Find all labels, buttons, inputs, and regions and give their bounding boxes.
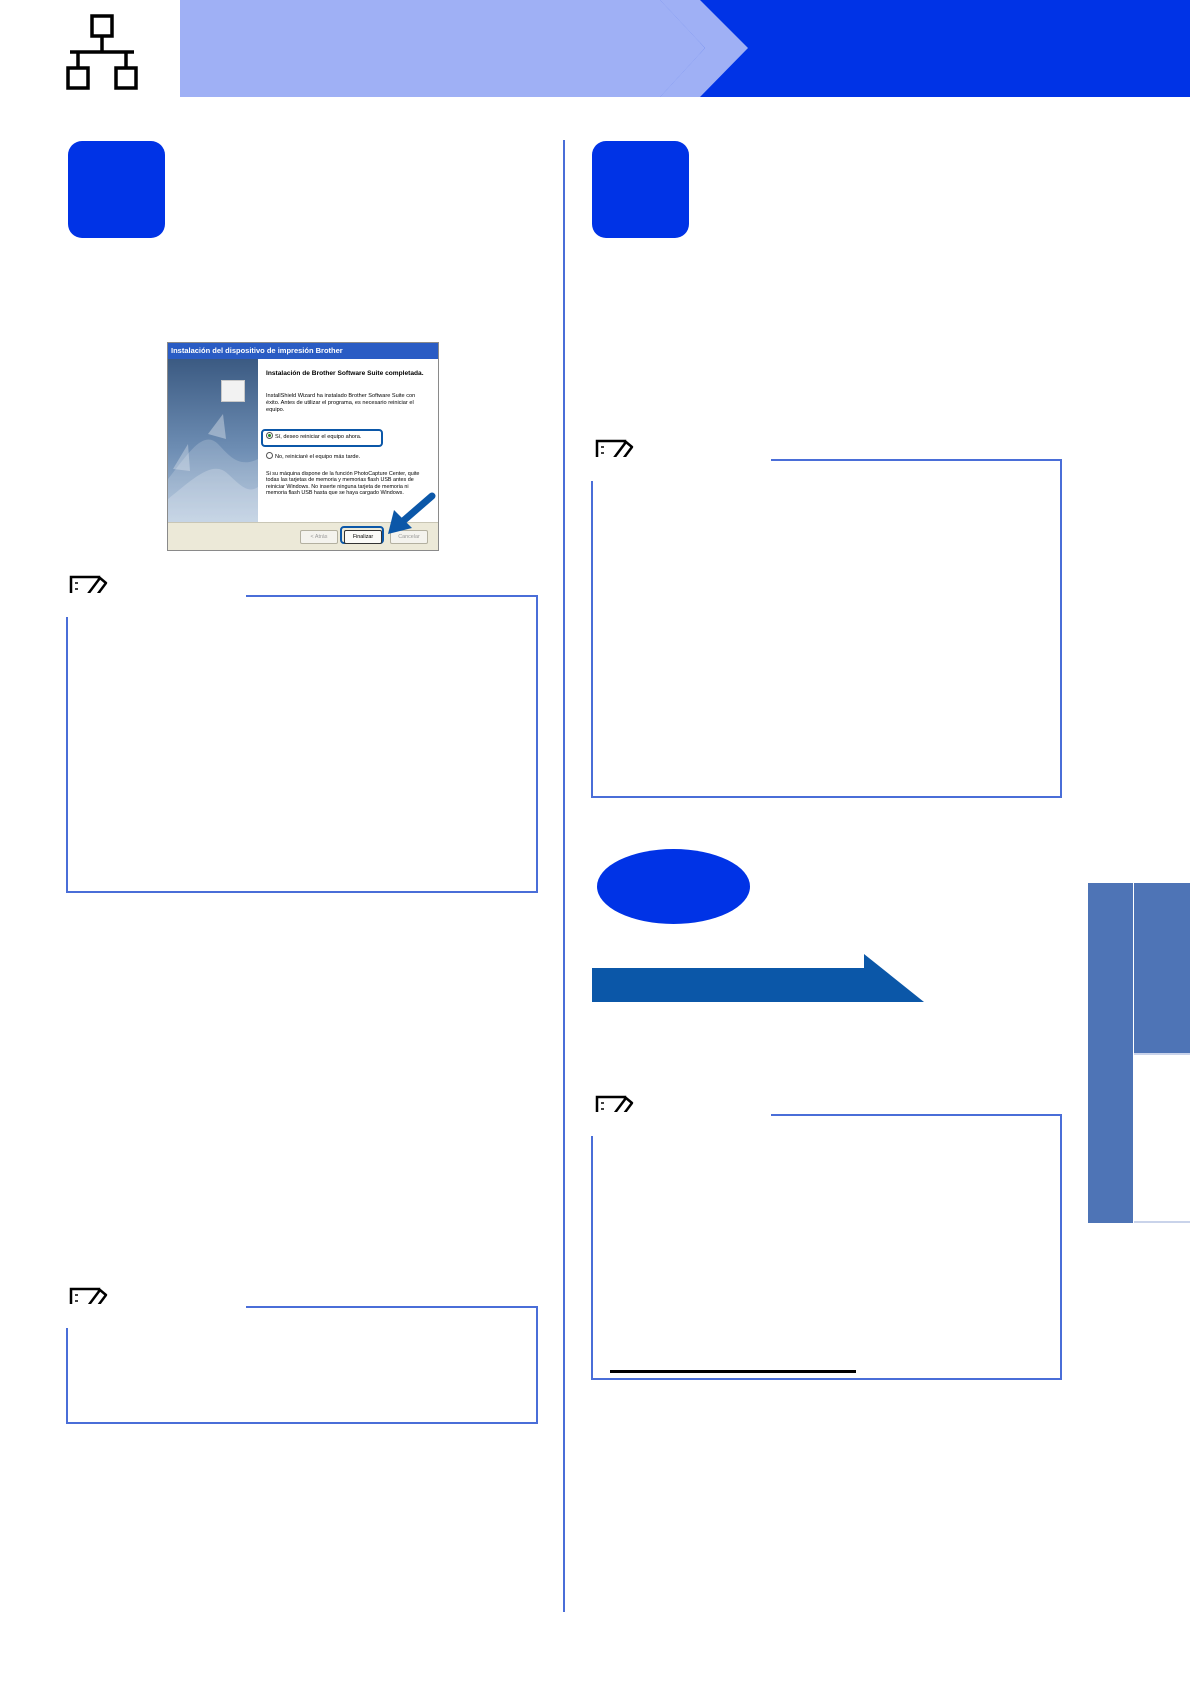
continue-arrow-icon bbox=[592, 954, 924, 1002]
step-badge-right bbox=[592, 141, 689, 238]
pointer-arrow-icon bbox=[388, 492, 436, 534]
installer-dialog-screenshot: Instalación del dispositivo de impresión… bbox=[167, 342, 439, 551]
dialog-heading: Instalación de Brother Software Suite co… bbox=[266, 370, 424, 377]
note-box-right-1 bbox=[589, 457, 1062, 798]
note-box-left-2 bbox=[64, 1304, 538, 1424]
header-band-light bbox=[180, 0, 710, 97]
link-underline bbox=[610, 1370, 856, 1373]
restart-later-label: No, reiniciaré el equipo más tarde. bbox=[275, 454, 361, 460]
dialog-body: Instalación de Brother Software Suite co… bbox=[258, 359, 438, 522]
restart-later-option[interactable]: No, reiniciaré el equipo más tarde. bbox=[266, 452, 360, 460]
side-tab-inactive bbox=[1134, 1053, 1190, 1223]
radio-unselected-icon bbox=[266, 452, 273, 459]
dialog-title: Instalación del dispositivo de impresión… bbox=[168, 343, 438, 359]
header-chevron bbox=[660, 0, 750, 97]
column-divider bbox=[563, 140, 565, 1612]
dialog-side-graphic bbox=[168, 359, 258, 522]
header-band-dark bbox=[700, 0, 1190, 97]
side-tab-active bbox=[1134, 883, 1190, 1053]
restart-now-label: Sí, deseo reiniciar el equipo ahora. bbox=[275, 434, 362, 440]
installer-logo-icon bbox=[221, 380, 245, 402]
dialog-note: Si su máquina dispone de la función Phot… bbox=[266, 471, 420, 497]
cancel-button[interactable]: Cancelar bbox=[390, 530, 428, 544]
section-oval-badge bbox=[597, 849, 750, 924]
note-box-left-1 bbox=[64, 593, 538, 893]
note-box-right-2 bbox=[589, 1112, 1062, 1380]
side-tab-strip bbox=[1088, 883, 1133, 1223]
step-badge-left bbox=[68, 141, 165, 238]
option-highlight bbox=[261, 429, 383, 447]
back-button[interactable]: < Atrás bbox=[300, 530, 338, 544]
dialog-text: InstallShield Wizard ha instalado Brothe… bbox=[266, 393, 416, 413]
restart-now-option[interactable]: Sí, deseo reiniciar el equipo ahora. bbox=[266, 432, 361, 440]
finish-button[interactable]: Finalizar bbox=[344, 530, 382, 544]
network-icon bbox=[66, 14, 138, 90]
radio-selected-icon bbox=[266, 432, 273, 439]
